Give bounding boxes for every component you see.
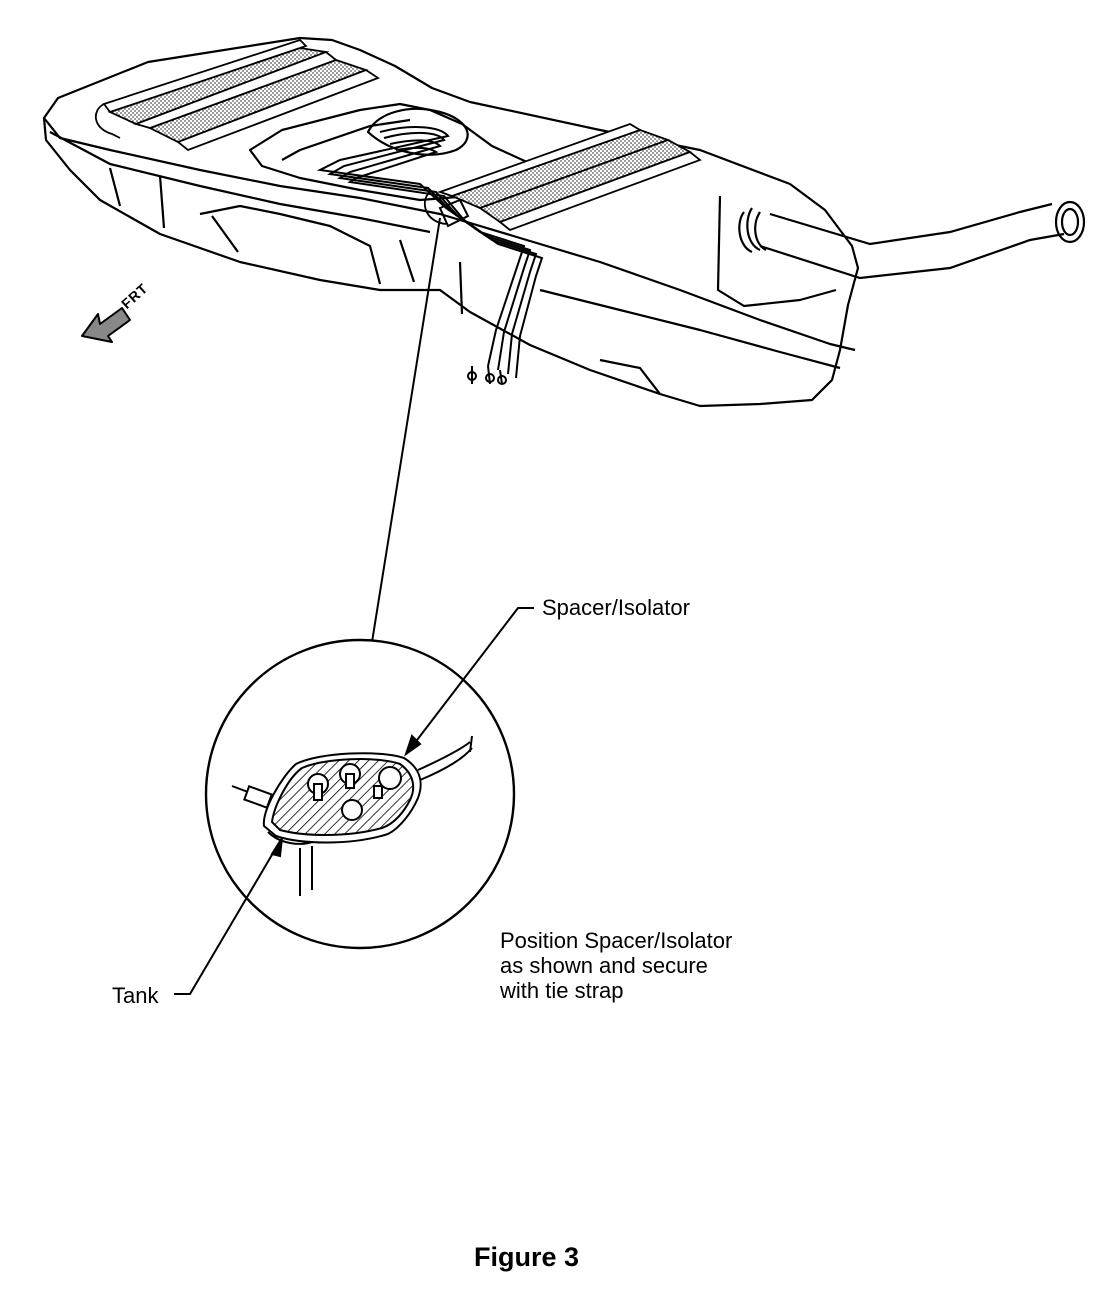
tank-straps [95, 38, 702, 232]
figure-caption: Figure 3 [474, 1242, 580, 1272]
filler-neck [738, 200, 1086, 280]
detail-view [204, 638, 516, 950]
spacer-isolator-label: Spacer/Isolator [542, 595, 690, 620]
instruction-line: with tie strap [500, 978, 624, 1003]
detail-leader-line [371, 217, 441, 643]
arrow-left-icon [81, 307, 131, 343]
spacer-isolator [270, 758, 415, 836]
fuel-lines [316, 126, 544, 385]
instruction-line: as shown and secure [500, 953, 708, 978]
tank-label: Tank [112, 983, 159, 1008]
instruction-text: Position Spacer/Isolator as shown and se… [500, 928, 732, 1003]
instruction-line: Position Spacer/Isolator [500, 928, 733, 953]
callout-leaders [174, 607, 534, 995]
